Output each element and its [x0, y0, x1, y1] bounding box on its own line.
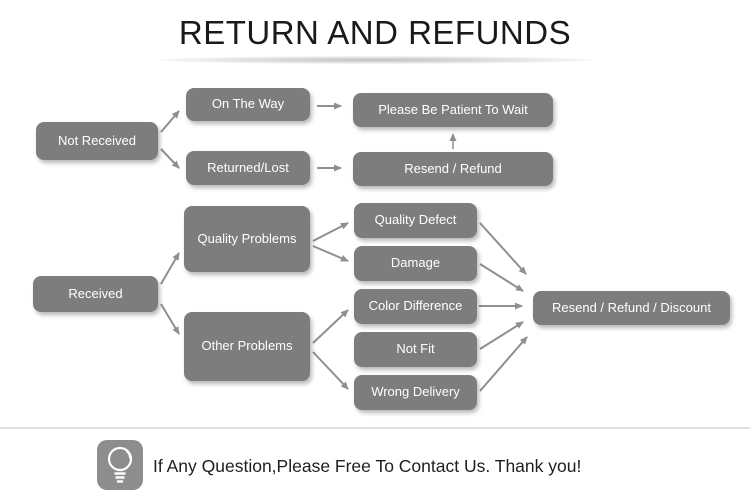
arrow-not-received-to-on-the-way: [160, 110, 180, 133]
arrow-quality-problems-to-quality-defect: [312, 222, 349, 242]
arrow-damage-to-discount: [479, 263, 524, 292]
node-wrong-delivery: Wrong Delivery: [354, 375, 477, 410]
arrow-not-fit-to-discount: [479, 321, 524, 350]
node-received: Received: [33, 276, 158, 312]
arrow-wrong-delivery-to-discount: [479, 336, 528, 392]
arrow-wrong-other-problems-to-wrong-delivery: [312, 351, 349, 390]
node-quality-problems: Quality Problems: [184, 206, 310, 272]
arrow-received-to-quality-problems: [160, 252, 180, 285]
node-other-problems: Other Problems: [184, 312, 310, 381]
node-quality-defect: Quality Defect: [354, 203, 477, 238]
node-not-fit: Not Fit: [354, 332, 477, 367]
arrow-not-received-to-returned-lost: [160, 148, 180, 169]
footer-divider: [0, 427, 750, 429]
node-resend-refund-discount: Resend / Refund / Discount: [533, 291, 730, 325]
light-bulb-icon: [97, 440, 143, 490]
node-not-received: Not Received: [36, 122, 158, 160]
node-on-the-way: On The Way: [186, 88, 310, 121]
page-title: RETURN AND REFUNDS: [178, 14, 572, 51]
arrow-quality-defect-to-discount: [479, 222, 527, 275]
node-damage: Damage: [354, 246, 477, 281]
node-please-be-patient: Please Be Patient To Wait: [353, 93, 553, 127]
arrow-other-problems-to-color-difference: [312, 309, 349, 344]
arrow-quality-problems-to-damage: [312, 245, 349, 262]
node-color-difference: Color Difference: [354, 289, 477, 324]
node-resend-refund: Resend / Refund: [353, 152, 553, 186]
node-returned-lost: Returned/Lost: [186, 151, 310, 185]
footer-message: If Any Question,Please Free To Contact U…: [153, 455, 582, 476]
arrow-received-to-other-problems: [160, 303, 180, 335]
title-underline: [158, 56, 592, 64]
